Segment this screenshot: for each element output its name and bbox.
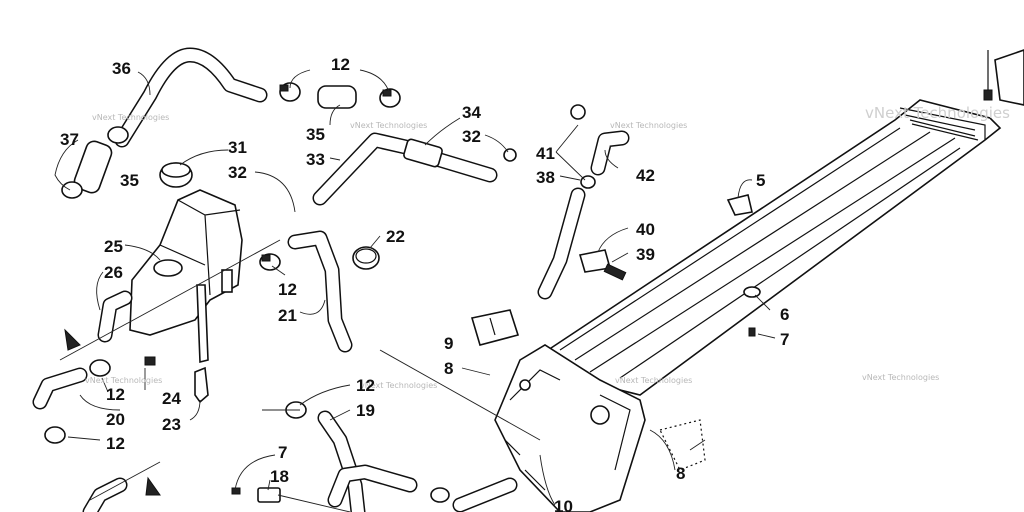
callout-7: 7	[780, 330, 789, 349]
watermark-text: vNext Technologies	[862, 373, 939, 382]
callout-21: 21	[278, 306, 297, 325]
callout-8: 8	[444, 359, 453, 378]
callout-19: 19	[356, 401, 375, 420]
callout-12: 12	[356, 376, 375, 395]
callout-38: 38	[536, 168, 555, 187]
hose-36	[114, 47, 268, 148]
watermark-text: vNext Technologies	[92, 113, 169, 122]
watermark-text: vNext Technologies	[865, 104, 1010, 122]
hose-26	[97, 290, 133, 343]
callout-26: 26	[104, 263, 123, 282]
hose-33	[312, 132, 517, 206]
callout-24: 24	[162, 389, 181, 408]
callout-35: 35	[306, 125, 325, 144]
callout-37: 37	[60, 130, 79, 149]
clamp-22	[352, 246, 380, 270]
hose-21	[259, 230, 353, 353]
fasteners	[231, 194, 761, 495]
watermark-text: vNext Technologies	[615, 376, 692, 385]
callout-12: 12	[331, 55, 350, 74]
callout-41: 41	[536, 144, 555, 163]
callout-32: 32	[462, 127, 481, 146]
callout-42: 42	[636, 166, 655, 185]
leader-lines	[54, 69, 776, 512]
callout-18: 18	[270, 467, 289, 486]
callout-12: 12	[106, 434, 125, 453]
callout-22: 22	[386, 227, 405, 246]
watermark-text: vNext Technologies	[610, 121, 687, 130]
callout-36: 36	[112, 59, 131, 78]
callout-39: 39	[636, 245, 655, 264]
hose-19	[285, 401, 366, 512]
callout-8: 8	[676, 464, 685, 483]
clamp-12-top	[279, 82, 401, 109]
watermark-text: vNext Technologies	[350, 121, 427, 130]
hose-35-left	[61, 126, 129, 199]
hose-20	[32, 359, 111, 444]
tunnel-frame	[494, 49, 1024, 512]
coolant-reservoir	[129, 162, 243, 336]
callout-12: 12	[106, 385, 125, 404]
bracket-23	[144, 284, 209, 404]
watermarks: vNext Technologies vNext Technologies vN…	[85, 104, 1010, 390]
bracket-40	[578, 249, 627, 281]
callout-7: 7	[278, 443, 287, 462]
callout-9: 9	[444, 334, 453, 353]
callout-12: 12	[278, 280, 297, 299]
callout-5: 5	[756, 171, 765, 190]
callout-23: 23	[162, 415, 181, 434]
callout-33: 33	[306, 150, 325, 169]
callout-10: 10	[554, 497, 573, 512]
callout-6: 6	[780, 305, 789, 324]
callout-25: 25	[104, 237, 123, 256]
callout-40: 40	[636, 220, 655, 239]
watermark-text: vNext Technologies	[85, 376, 162, 385]
arrow-marker-left	[64, 328, 81, 351]
callout-20: 20	[106, 410, 125, 429]
arrow-marker-bottom	[145, 476, 161, 496]
callout-32: 32	[228, 163, 247, 182]
callout-35: 35	[120, 171, 139, 190]
callout-numbers: 36 12 35 34 32 33 37 35 31 32 41 42 38 5…	[60, 55, 789, 512]
hose-38	[537, 104, 630, 300]
shield-9	[470, 309, 520, 346]
watermark-text: vNext Technologies	[360, 381, 437, 390]
callout-34: 34	[462, 103, 481, 122]
callout-31: 31	[228, 138, 247, 157]
